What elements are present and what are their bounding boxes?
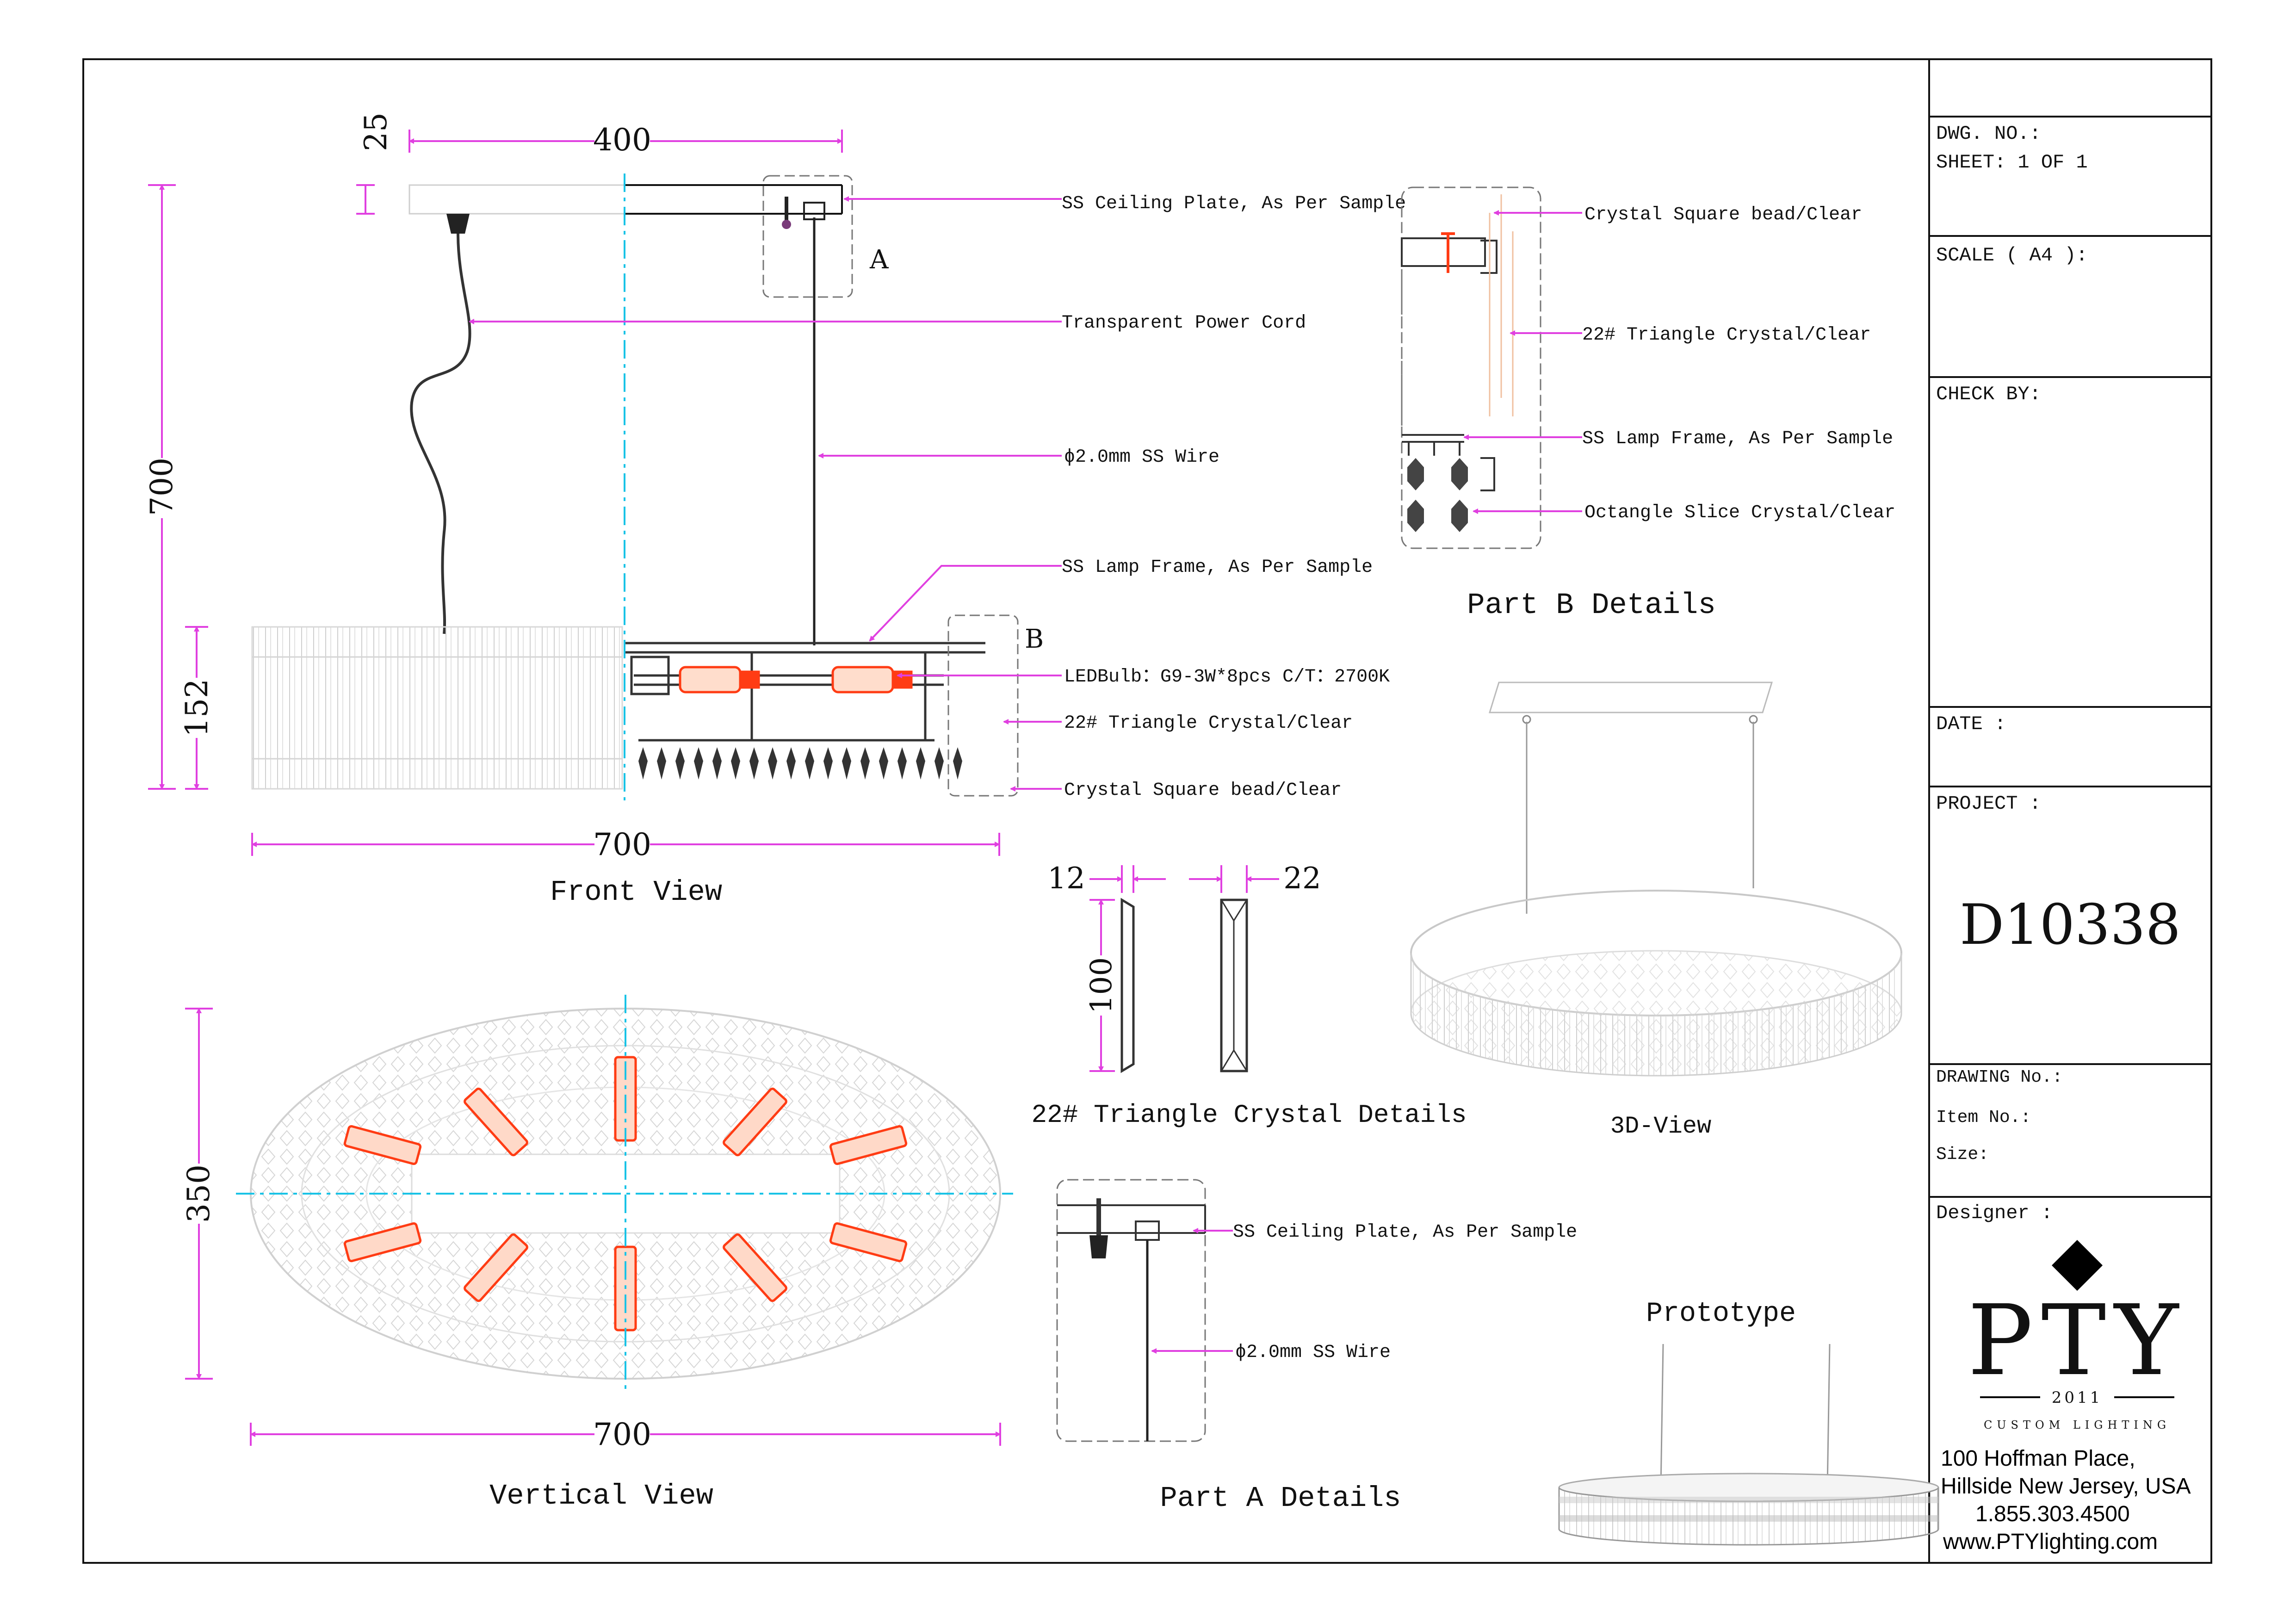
diamond-icon — [2052, 1240, 2103, 1291]
callout-ss-wire: ϕ2.0mm SS Wire — [1064, 447, 1219, 468]
check-by-label: CHECK BY: — [1936, 383, 2041, 405]
callout-ceiling-plate: SS Ceiling Plate, As Per Sample — [1062, 193, 1406, 214]
part-a-details: SS Ceiling Plate, As Per Sample ϕ2.0mm S… — [1056, 1179, 1577, 1515]
part-b-marker: B — [1025, 624, 1044, 654]
drawing-no-label: DRAWING No.: — [1936, 1067, 2063, 1087]
dim-front-width: 700 — [593, 827, 651, 862]
part-a-marker: A — [869, 245, 889, 275]
callout-power-cord: Transparent Power Cord — [1062, 313, 1306, 334]
partb-callout-octangle-crystal: Octangle Slice Crystal/Clear — [1584, 502, 1895, 523]
part-a-title: Part A Details — [1160, 1482, 1401, 1515]
callout-square-bead: Crystal Square bead/Clear — [1064, 780, 1342, 801]
pty-logo: PTY 2011 CUSTOM LIGHTING — [1968, 1240, 2187, 1431]
size-label: Size: — [1936, 1145, 1989, 1165]
callout-triangle-crystal: 22# Triangle Crystal/Clear — [1064, 713, 1353, 734]
sheet-border — [82, 58, 2212, 1564]
callout-lamp-frame: SS Lamp Frame, As Per Sample — [1062, 557, 1373, 578]
part-a-frame — [1056, 1179, 1206, 1442]
title-block: DWG. NO.: SHEET: 1 OF 1 SCALE ( A4 ): CH… — [1936, 123, 2191, 1554]
dim-crystal-width: 22 — [1283, 861, 1321, 896]
3d-view-title: 3D-View — [1610, 1113, 1711, 1140]
vertical-led-bulbs — [343, 1056, 908, 1332]
prototype: Prototype — [1558, 1298, 1939, 1546]
hanging-crystals — [638, 747, 962, 780]
prototype-title: Prototype — [1646, 1298, 1796, 1330]
wire-clamp — [782, 197, 825, 229]
front-view-title: Front View — [550, 876, 722, 909]
dim-crystal-thickness: 12 — [1047, 861, 1085, 896]
project-label: PROJECT : — [1936, 793, 2041, 815]
partb-callout-lamp-frame: SS Lamp Frame, As Per Sample — [1582, 428, 1893, 449]
part-b-marker-box — [947, 614, 1019, 797]
dim-total-height: 700 — [144, 458, 179, 516]
part-b-title: Part B Details — [1467, 589, 1716, 622]
canopy-socket — [446, 214, 470, 234]
dim-vertical-depth: 350 — [181, 1165, 217, 1223]
crystal-side-profile — [1120, 898, 1135, 1073]
crystal-details-title: 22# Triangle Crystal Details — [1032, 1100, 1467, 1130]
logo-year: 2011 — [2052, 1388, 2103, 1407]
date-label: DATE : — [1936, 713, 2006, 735]
led-bulbs-front — [679, 666, 913, 694]
3d-canopy — [1488, 681, 1773, 713]
scale-label: SCALE ( A4 ): — [1936, 244, 2088, 266]
designer-label: Designer : — [1936, 1202, 2053, 1224]
address-line-1: 100 Hoffman Place, — [1941, 1446, 2135, 1471]
dim-top-width: 400 — [593, 122, 651, 158]
phone: 1.855.303.4500 — [1975, 1502, 2130, 1526]
dim-vertical-width: 700 — [593, 1417, 651, 1452]
vertical-view-title: Vertical View — [489, 1480, 713, 1512]
partb-callout-triangle-crystal: 22# Triangle Crystal/Clear — [1582, 325, 1871, 346]
website: www.PTYlighting.com — [1943, 1530, 2158, 1554]
callout-led-bulb: LEDBulb：G9-3W*8pcs C/T：2700K — [1064, 667, 1390, 688]
power-cord — [410, 233, 471, 634]
part-a-marker-box — [762, 175, 853, 298]
part-b-frame — [1401, 186, 1541, 549]
three-d-view: 3D-View — [1410, 681, 1902, 1140]
title-block-rows — [1929, 116, 2211, 1198]
project-code: D10338 — [1960, 893, 2181, 957]
crystal-front-profile — [1220, 898, 1248, 1072]
parta-callout-ss-wire: ϕ2.0mm SS Wire — [1235, 1342, 1391, 1363]
lamp-frame — [625, 642, 985, 742]
triangle-crystal-details: 12 22 100 22# Triangle Crystal Details — [1032, 861, 1467, 1130]
address-line-2: Hillside New Jersey, USA — [1941, 1474, 2191, 1499]
logo-tagline: CUSTOM LIGHTING — [1984, 1419, 2171, 1431]
ceiling-plate — [408, 184, 843, 215]
octagon-crystals — [1407, 458, 1468, 532]
vertical-view: 350 700 Vertical View — [181, 995, 1013, 1512]
front-view: A — [144, 112, 1406, 909]
front-callout-leaders — [469, 196, 1062, 792]
dwg-no-label: DWG. NO.: — [1936, 123, 2041, 145]
dim-crystal-length: 100 — [1084, 957, 1119, 1014]
item-no-label: Item No.: — [1936, 1108, 2031, 1127]
dim-plate-thickness: 25 — [358, 112, 394, 151]
parta-callout-ceiling-plate: SS Ceiling Plate, As Per Sample — [1233, 1222, 1577, 1243]
crystal-body — [251, 626, 623, 790]
sheet-label: SHEET: 1 OF 1 — [1936, 151, 2088, 173]
dim-body-height: 152 — [179, 679, 215, 737]
logo-text: PTY — [1968, 1284, 2187, 1397]
part-b-details: Crystal Square bead/Clear 22# Triangle C… — [1401, 186, 1895, 622]
partb-callout-square-bead: Crystal Square bead/Clear — [1584, 204, 1862, 225]
